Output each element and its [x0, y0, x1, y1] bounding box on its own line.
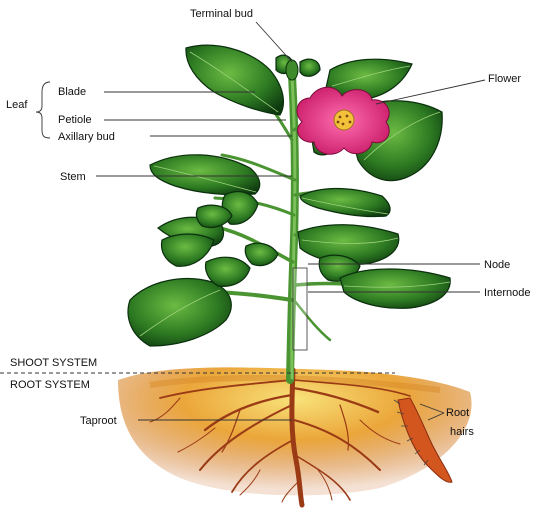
label-internode: Internode [484, 287, 530, 299]
label-shoot-system: SHOOT SYSTEM [10, 357, 97, 369]
label-petiole: Petiole [58, 114, 92, 126]
label-node: Node [484, 259, 510, 271]
blade-leaf [186, 45, 283, 115]
label-blade: Blade [58, 86, 86, 98]
label-flower: Flower [488, 73, 521, 85]
terminal-bud-drawing [286, 60, 298, 80]
label-root-hairs-line2: hairs [450, 426, 474, 438]
internode-bracket [293, 268, 307, 350]
label-axillary-bud: Axillary bud [58, 131, 115, 143]
label-stem: Stem [60, 171, 86, 183]
label-terminal-bud: Terminal bud [190, 8, 253, 20]
label-root-hairs-line1: Root [446, 407, 469, 419]
label-root-system: ROOT SYSTEM [10, 379, 90, 391]
label-taproot: Taproot [80, 415, 117, 427]
label-leaf: Leaf [6, 99, 28, 111]
